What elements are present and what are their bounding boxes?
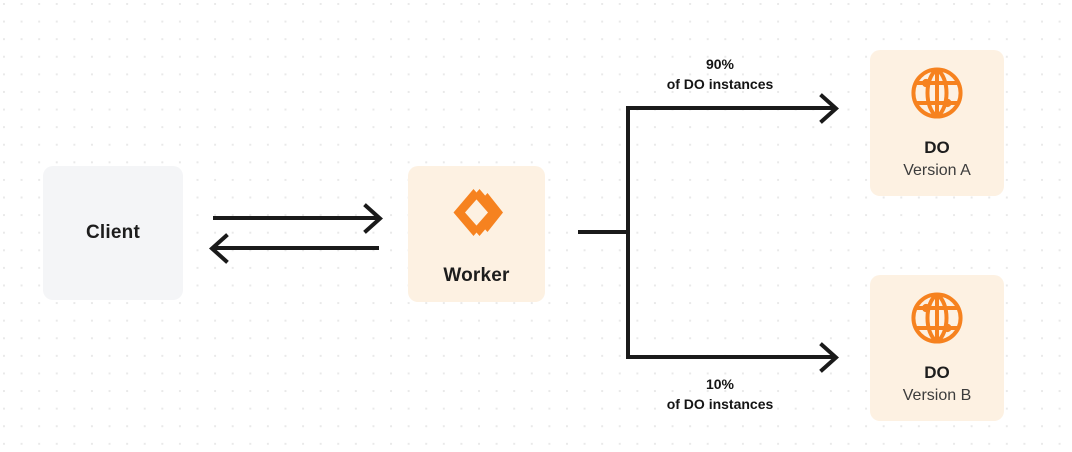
- edge-label-top: 90% of DO instances: [620, 54, 820, 95]
- node-worker[interactable]: Worker: [408, 166, 545, 302]
- client-label: Client: [86, 222, 140, 243]
- do-a-title: DO: [924, 138, 950, 157]
- node-do-version-b[interactable]: DO Version B: [870, 275, 1004, 421]
- workers-logo-icon: [446, 182, 508, 249]
- edge-top-caption: of DO instances: [666, 76, 774, 93]
- globe-icon: [908, 64, 966, 127]
- edge-bottom-percent: 10%: [705, 376, 735, 392]
- node-client[interactable]: Client: [43, 166, 183, 300]
- edge-top-percent: 90%: [705, 56, 735, 72]
- edge-bottom-caption: of DO instances: [666, 396, 774, 413]
- arrow-client-to-worker: [213, 203, 384, 234]
- arrow-branch-to-do-a: [626, 93, 840, 124]
- edge-label-bottom: 10% of DO instances: [620, 374, 820, 415]
- node-do-version-a[interactable]: DO Version A: [870, 50, 1004, 196]
- arrow-worker-to-client: [208, 233, 379, 264]
- do-a-subtitle: Version A: [903, 162, 971, 180]
- do-b-subtitle: Version B: [902, 387, 972, 405]
- arrow-branch-to-do-b: [626, 342, 840, 373]
- worker-label: Worker: [443, 264, 510, 286]
- globe-icon: [908, 289, 966, 352]
- do-b-title: DO: [924, 363, 950, 382]
